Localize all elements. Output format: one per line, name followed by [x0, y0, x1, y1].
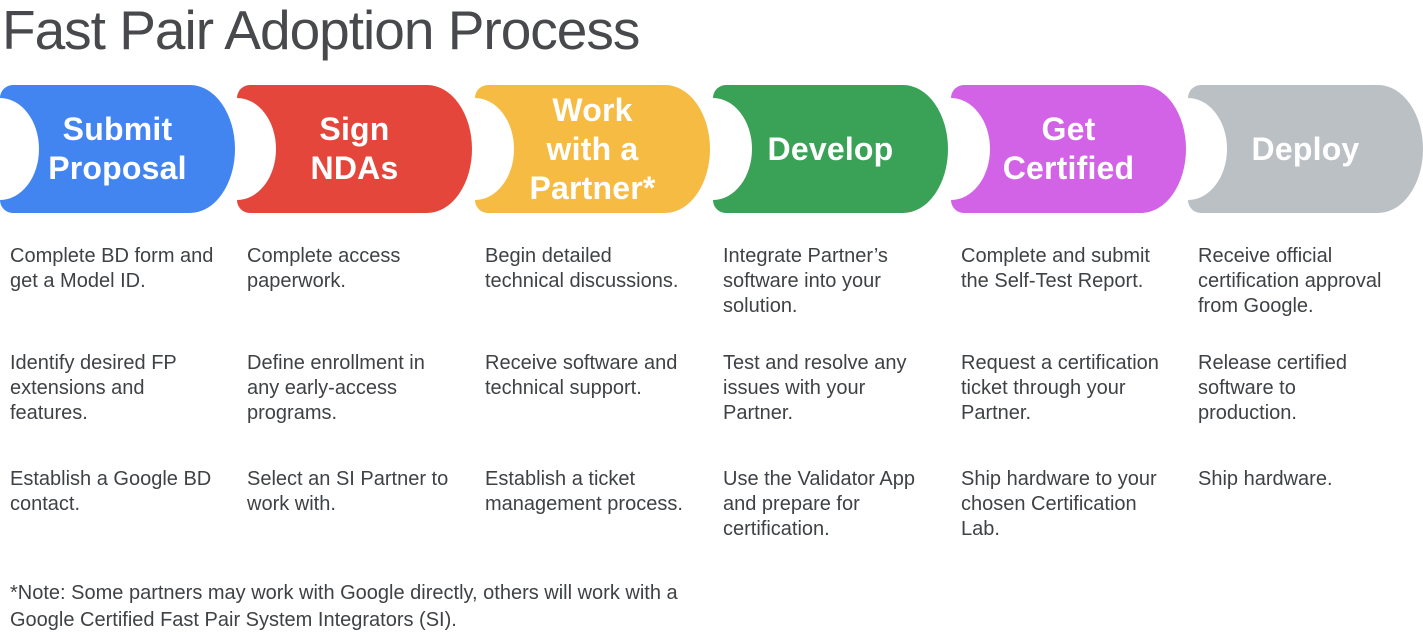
- stage-step: Request a certification ticket through y…: [961, 352, 1159, 424]
- stage-get-certified: Get Certified Complete and submit the Se…: [951, 0, 1186, 632]
- stage-work-with-partner: Work with a Partner* Begin detailed tech…: [475, 0, 710, 632]
- stage-sign-ndas: Sign NDAs Complete access paperwork. Def…: [237, 0, 472, 632]
- stage-step: Receive software and technical support.: [485, 352, 678, 399]
- stage-label: Get Certified: [951, 85, 1186, 213]
- stage-label-text: Sign NDAs: [310, 111, 399, 186]
- stage-label-text: Develop: [767, 130, 894, 167]
- stage-develop: Develop Integrate Partner’s software int…: [713, 0, 948, 632]
- stage-shape-path: [1188, 85, 1423, 213]
- stage-label: Sign NDAs: [237, 85, 472, 213]
- stage-step: Use the Validator App and prepare for ce…: [723, 468, 915, 540]
- stage-shape-path: [0, 85, 235, 213]
- stage-step: Ship hardware.: [1198, 468, 1333, 490]
- stage-step: Identify desired FP extensions and featu…: [10, 352, 177, 424]
- stage-label-text: Work with a Partner*: [529, 91, 656, 206]
- stage-shape: [0, 85, 235, 213]
- stage-step: Receive official certification approval …: [1198, 245, 1382, 317]
- stage-shape-path: [475, 85, 710, 213]
- stage-step: Complete and submit the Self-Test Report…: [961, 245, 1150, 292]
- stage-label: Deploy: [1188, 85, 1423, 213]
- stage-shape: [237, 85, 472, 213]
- stage-step: Complete access paperwork.: [247, 245, 401, 292]
- stage-step: Establish a Google BD contact.: [10, 468, 212, 515]
- stage-label: Develop: [713, 85, 948, 213]
- stage-label: Work with a Partner*: [475, 85, 710, 213]
- stage-step: Release certified software to production…: [1198, 352, 1347, 424]
- stage-submit-proposal: Submit Proposal Complete BD form and get…: [0, 0, 235, 632]
- stage-label-text: Deploy: [1251, 130, 1360, 167]
- stage-shape-path: [713, 85, 948, 213]
- stage-step: Begin detailed technical discussions.: [485, 245, 679, 292]
- stage-label-text: Submit Proposal: [48, 111, 187, 186]
- stage-step: Define enrollment in any early-access pr…: [247, 352, 425, 424]
- stage-step: Integrate Partner’s software into your s…: [723, 245, 888, 317]
- stage-step: Establish a ticket management process.: [485, 468, 683, 515]
- stage-shape: [951, 85, 1186, 213]
- stage-shape-path: [237, 85, 472, 213]
- stage-deploy: Deploy Receive official certification ap…: [1188, 0, 1423, 632]
- footnote: *Note: Some partners may work with Googl…: [10, 582, 678, 631]
- stage-label-text: Get Certified: [1002, 111, 1135, 186]
- stage-step: Complete BD form and get a Model ID.: [10, 245, 214, 292]
- stage-label: Submit Proposal: [0, 85, 235, 213]
- stage-shape-path: [951, 85, 1186, 213]
- stage-step: Select an SI Partner to work with.: [247, 468, 449, 515]
- stage-shape: [1188, 85, 1423, 213]
- page-title: Fast Pair Adoption Process: [2, 0, 640, 61]
- stage-shape: [713, 85, 948, 213]
- stage-step: Test and resolve any issues with your Pa…: [723, 352, 907, 424]
- stage-shape: [475, 85, 710, 213]
- stage-step: Ship hardware to your chosen Certificati…: [961, 468, 1157, 540]
